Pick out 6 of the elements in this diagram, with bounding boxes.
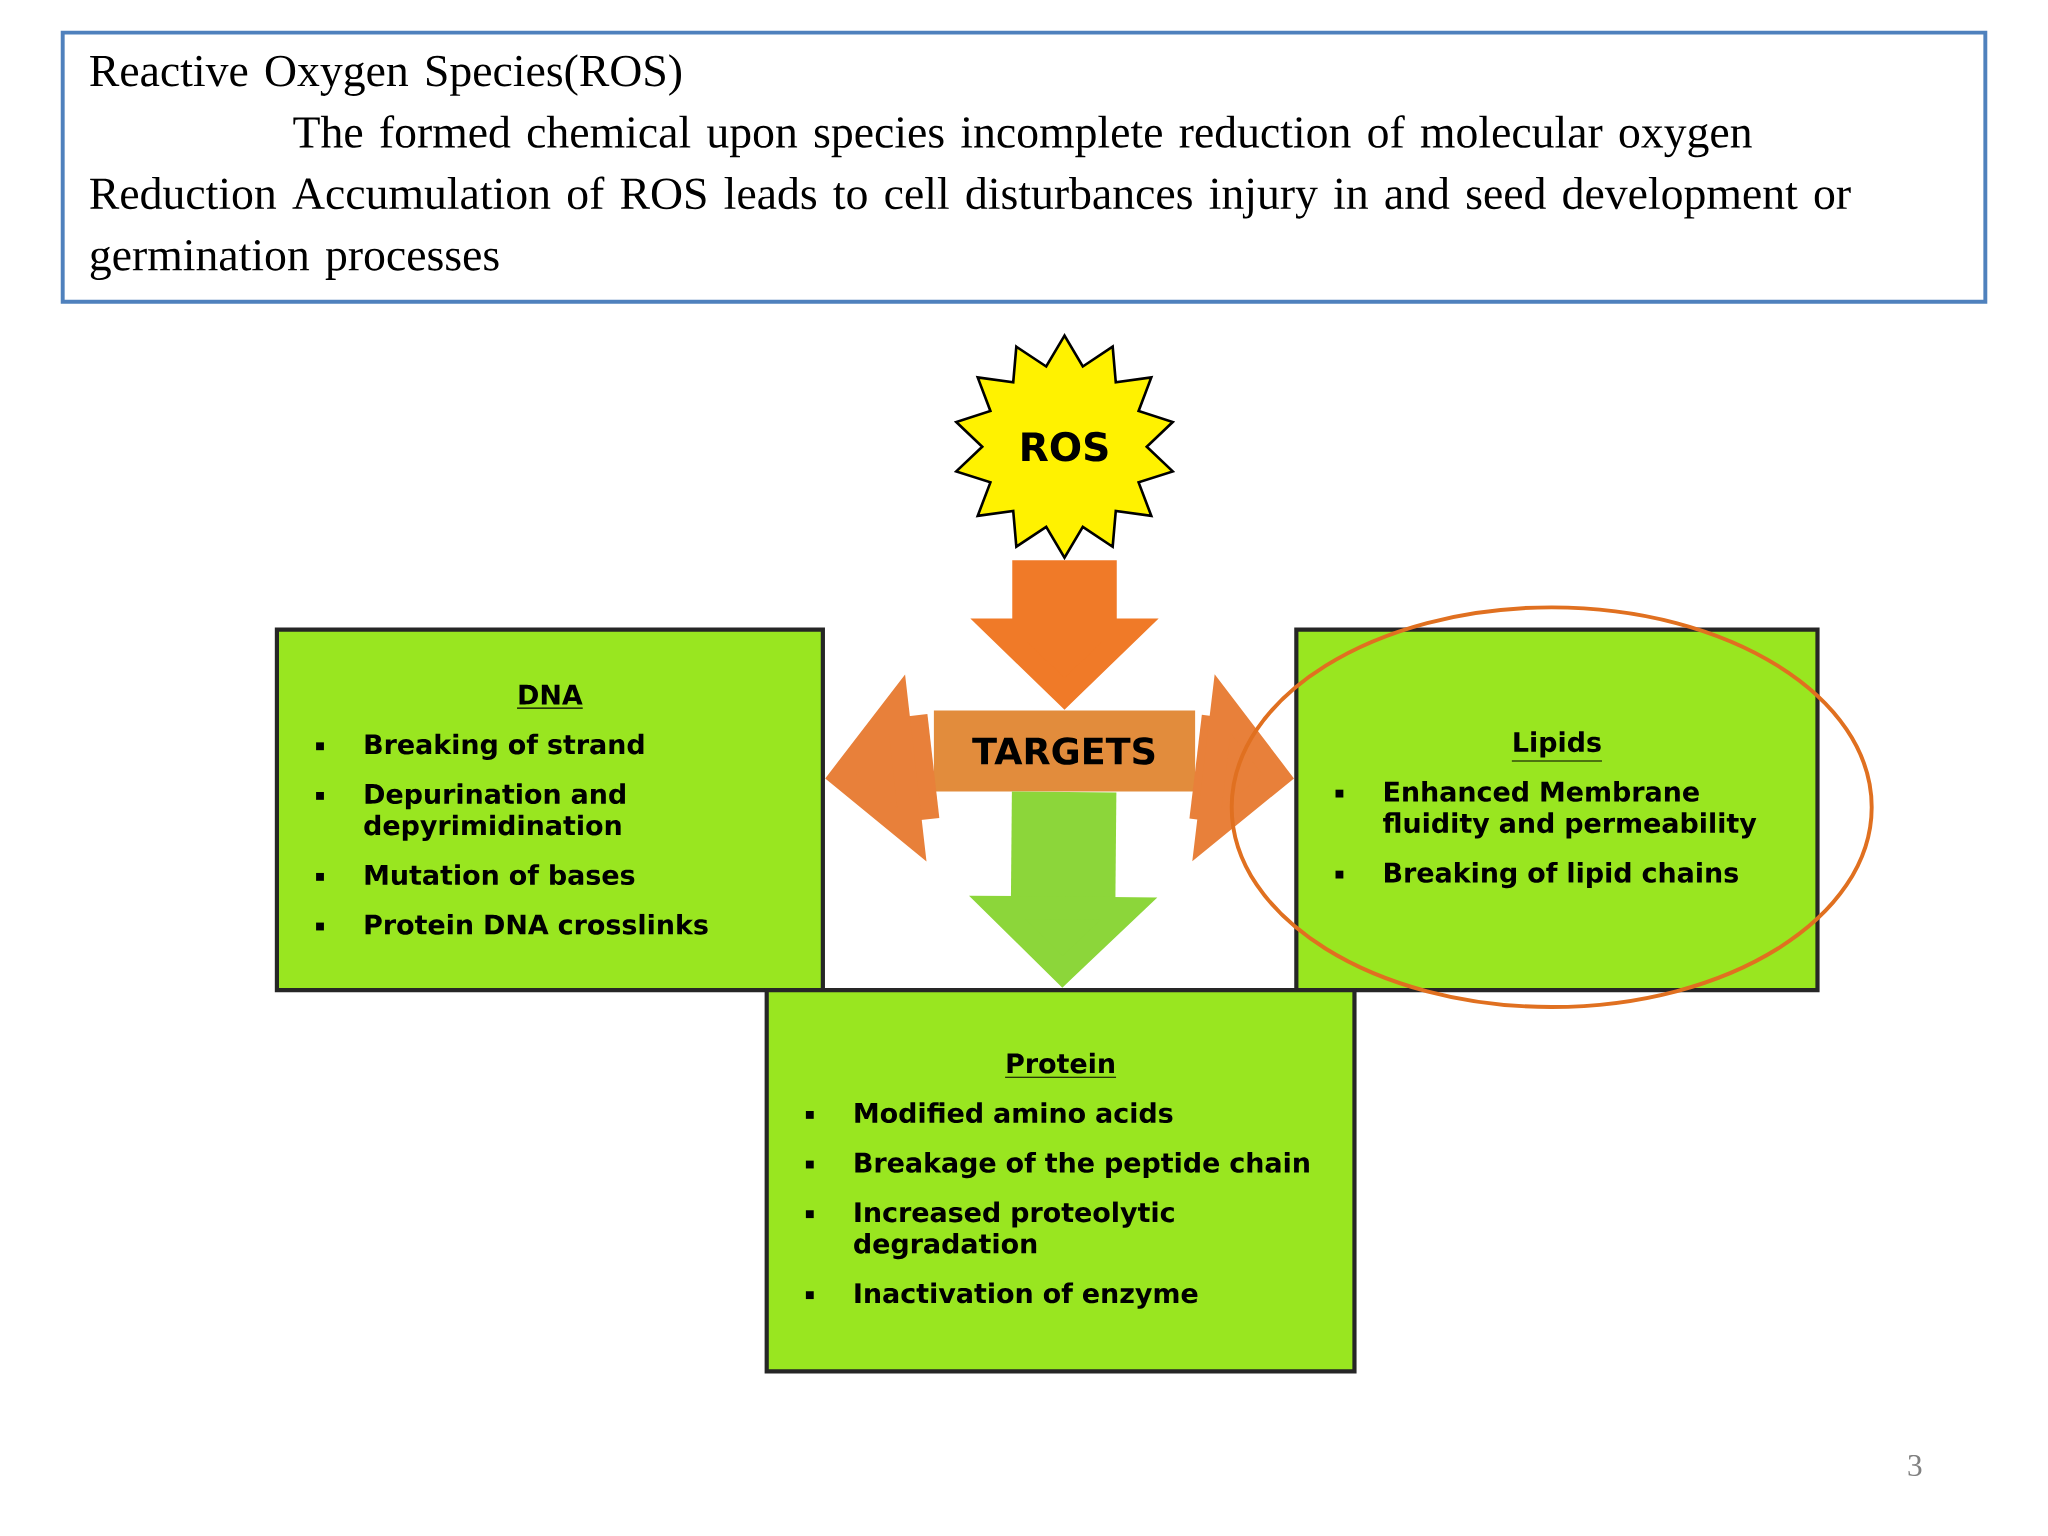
target-box: DNA Breaking of strand Depurination and depyrimidination Mutation of bases Protein DNA crosslinks xyxy=(274,627,825,993)
page-number: 3 xyxy=(1908,1454,1922,1476)
arrow-hub: TARGETS xyxy=(933,710,1196,792)
title-box: Reactive Oxygen Species(ROS) The formed chemical upon species incomplete reduction of molecular oxygen Reduction Accumulation of ROS leads to cell disturbances injury in and seed development or germination processes xyxy=(60,30,1988,304)
target-box: Lipids Enhanced Membrane fluidity and permeability Breaking of lipid chains xyxy=(1294,627,1820,993)
target-box: Protein Modified amino acids Breakage of the peptide chain Increased proteolytic degradation Inactivation of enzyme xyxy=(764,987,1357,1374)
